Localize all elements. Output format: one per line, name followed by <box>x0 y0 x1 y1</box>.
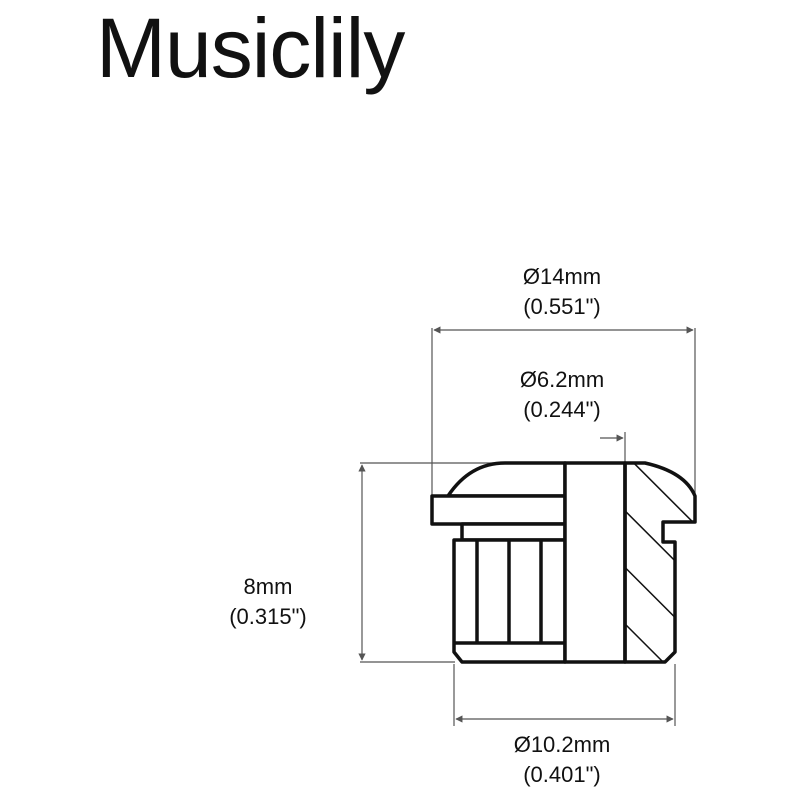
top-diameter-dimension <box>431 326 696 498</box>
hole-diameter-label: Ø6.2mm (0.244") <box>462 365 662 425</box>
top-diameter-metric: Ø14mm <box>522 264 602 289</box>
bottom-diameter-metric: Ø10.2mm <box>513 732 611 757</box>
section-wall <box>623 461 697 664</box>
hole-diameter-metric: Ø6.2mm <box>519 367 605 392</box>
height-label: 8mm (0.315") <box>180 572 356 632</box>
bushing-exterior-half <box>430 461 567 664</box>
cap-dome <box>446 461 567 498</box>
bushing-section-half <box>563 461 697 664</box>
hole-diameter-dimension <box>600 432 626 462</box>
bottom-diameter-label: Ø10.2mm (0.401") <box>462 730 662 790</box>
bottom-diameter-dimension <box>453 664 676 726</box>
neck <box>460 522 567 542</box>
hole-diameter-imperial: (0.244") <box>523 397 601 422</box>
top-diameter-label: Ø14mm (0.551") <box>462 262 662 322</box>
top-diameter-imperial: (0.551") <box>523 294 601 319</box>
flange <box>430 494 567 526</box>
brand-logo-text: Musiclily <box>96 1 405 95</box>
height-imperial: (0.315") <box>229 604 307 629</box>
height-metric: 8mm <box>243 574 293 599</box>
bottom-diameter-imperial: (0.401") <box>523 762 601 787</box>
center-bore <box>563 461 627 664</box>
